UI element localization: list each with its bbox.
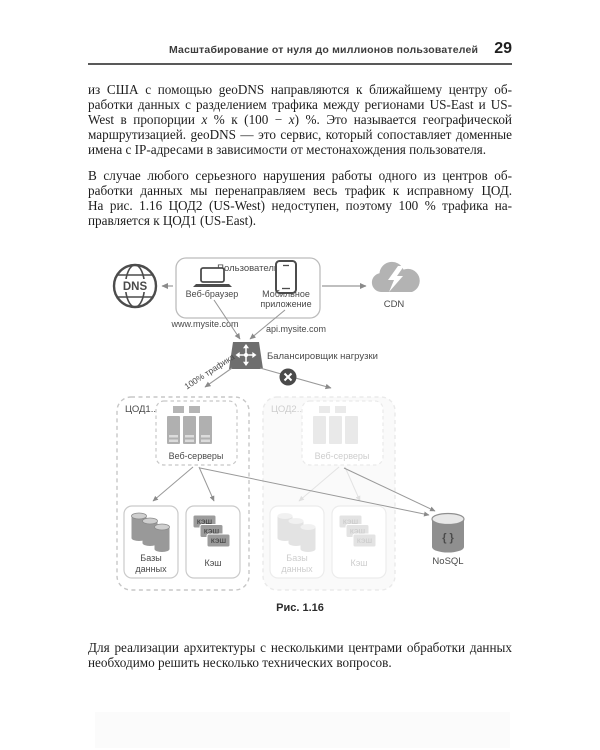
nosql-label: NoSQL xyxy=(432,556,463,567)
databases-label-1: Базы xyxy=(140,553,161,563)
cache-chip-label: КЭШ xyxy=(197,519,213,526)
running-head-title: Масштабирование от нуля до миллионов пол… xyxy=(168,44,479,56)
page-header: Масштабирование от нуля до миллионов пол… xyxy=(88,40,512,65)
nosql-cylinder-icon: { } xyxy=(431,512,465,553)
user-label: Пользователь xyxy=(217,263,279,274)
dns-globe-icon: DNS xyxy=(112,263,158,309)
cache-chip-label: КЭШ xyxy=(350,529,366,536)
lb-to-dc1-arrow xyxy=(204,367,233,388)
mobile-app-label-1: Мобильное xyxy=(262,289,310,299)
cache-chip-label: КЭШ xyxy=(211,538,227,545)
cache-label: Кэш xyxy=(204,558,221,568)
database-cylinders-icon xyxy=(131,512,170,552)
user-box: Пользователь Веб-браузер Мобильное прило… xyxy=(175,257,321,319)
servers-to-db-arrow xyxy=(152,466,194,502)
paragraph-multi-dc: Для реализации архитектуры с несколькими… xyxy=(88,640,512,671)
traffic-label: 100% трафика xyxy=(182,351,236,391)
text-segment: % к (100 − xyxy=(207,111,289,127)
servers-to-cache-arrow xyxy=(198,466,215,502)
text-line: работки данных с разделением трафика меж… xyxy=(88,96,512,112)
mobile-app-label-2: приложение xyxy=(260,299,311,309)
text-line: На рис. 1.16 ЦОД2 (US-West) недоступен, … xyxy=(88,197,512,213)
smartphone-icon xyxy=(275,260,297,294)
browser-to-lb-line xyxy=(213,299,241,340)
web-browser-label: Веб-браузер xyxy=(186,289,239,299)
text-line: В случае любого серьезного нарушения раб… xyxy=(88,168,512,183)
math-variable-x: x xyxy=(288,111,295,127)
cdn-label: CDN xyxy=(384,299,405,310)
data-center-2: ЦОД2... Веб-серверы Базы данных xyxy=(262,396,396,591)
load-balancer-label: Балансировщик нагрузки xyxy=(267,351,378,362)
databases-label-2: данных xyxy=(135,564,167,574)
dc1-to-nosql-line xyxy=(199,467,430,517)
text-segment: West в пропорции xyxy=(88,111,202,127)
text-line: правляется к ЦОД1 (US-East). xyxy=(88,212,257,228)
text-line: Для реализации архитектуры с несколькими… xyxy=(88,640,512,655)
figure-caption: Рис. 1.16 xyxy=(276,602,324,614)
page-number: 29 xyxy=(494,40,512,57)
web-servers-icon xyxy=(167,406,212,444)
text-line: имена с IP-адресами в зависимости от мес… xyxy=(88,141,487,157)
cache-chips-icon: КЭШ КЭШ КЭШ xyxy=(192,514,231,548)
web-servers-label: Веб-серверы xyxy=(169,451,224,461)
text-line: из США с помощью geoDNS направляются к б… xyxy=(88,82,512,97)
cache-chip-label: КЭШ xyxy=(357,538,373,545)
dc2-to-nosql-line xyxy=(343,467,436,512)
cdn-cloud-icon: CDN xyxy=(371,261,420,310)
cache-chip-label: КЭШ xyxy=(204,529,220,536)
nosql-braces: { } xyxy=(442,532,454,544)
web-servers-icon xyxy=(313,406,358,444)
figure-1-16-diagram: DNS Пользователь Веб-браузер Мобильное п… xyxy=(112,257,465,591)
data-center-1: ЦОД1... Веб-серверы Базы xyxy=(116,396,250,591)
load-balancer-icon xyxy=(229,342,263,369)
databases-label-2: данных xyxy=(281,564,313,574)
paragraph-failover: В случае любого серьезного нарушения раб… xyxy=(88,168,512,229)
ghost-watermark xyxy=(95,712,510,748)
laptop-icon xyxy=(193,267,232,287)
dc1-label: ЦОД1... xyxy=(125,404,159,415)
cache-chips-icon: КЭШ КЭШ КЭШ xyxy=(338,514,377,548)
text-segment: ) %. Это называется географической xyxy=(294,111,512,127)
text-line: маршрутизацией. geoDNS — это сервис, кот… xyxy=(88,126,512,142)
text-line: необходимо решить несколько технических … xyxy=(88,654,392,670)
cache-label: Кэш xyxy=(350,558,367,568)
dc2-label: ЦОД2... xyxy=(271,404,305,415)
dns-label: DNS xyxy=(123,281,148,293)
x-circle-icon xyxy=(279,368,297,386)
math-variable-x: x xyxy=(201,111,208,127)
mobile-to-lb-line xyxy=(249,309,286,340)
web-servers-label: Веб-серверы xyxy=(315,451,370,461)
api-domain-label: api.mysite.com xyxy=(266,324,326,334)
www-domain-label: www.mysite.com xyxy=(170,319,238,329)
databases-label-1: Базы xyxy=(286,553,307,563)
paragraph-geodns: из США с помощью geoDNS направляются к б… xyxy=(88,82,512,158)
cache-chip-label: КЭШ xyxy=(343,519,359,526)
text-line: West в пропорции x % к (100 − x) %. Это … xyxy=(88,111,512,128)
database-cylinders-icon xyxy=(277,513,316,552)
text-line: работки данных мы перенаправляем весь тр… xyxy=(88,182,512,198)
